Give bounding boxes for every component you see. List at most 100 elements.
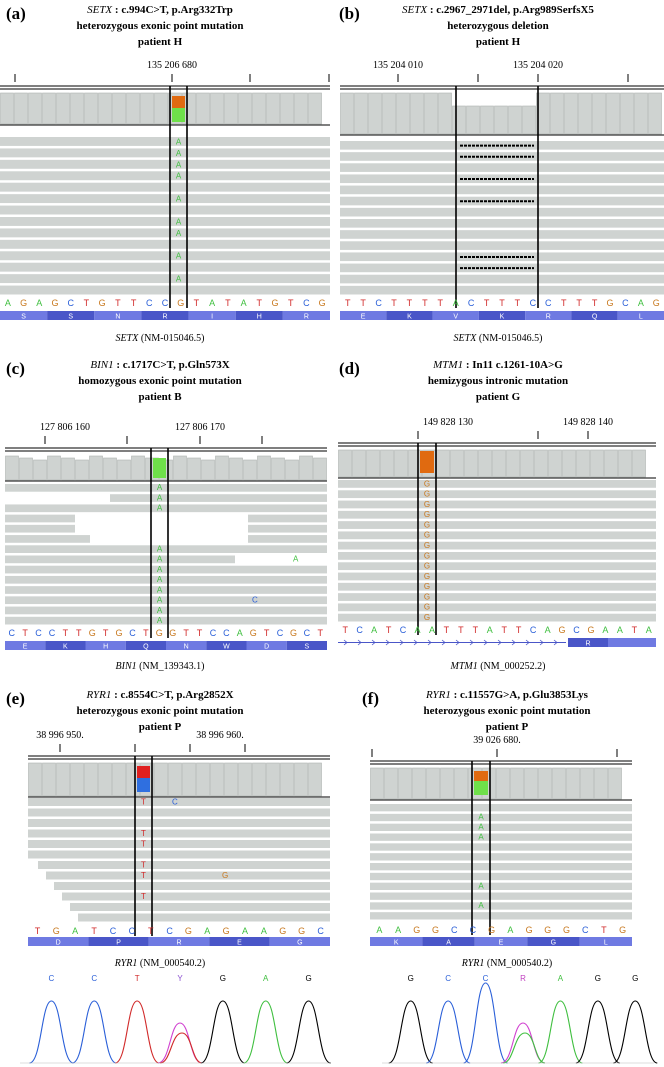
reference-base: T — [576, 298, 582, 308]
reference-base: T — [345, 298, 351, 308]
caption-accession: (NM_139343.1) — [136, 661, 205, 672]
coverage-bar — [33, 459, 47, 481]
amino-acid: R — [176, 940, 181, 947]
read — [5, 514, 75, 523]
reference-base: T — [391, 298, 397, 308]
mismatch-base: G — [424, 603, 430, 612]
reference-base: T — [91, 926, 97, 936]
amino-acid: S — [305, 644, 310, 651]
mismatch-base: A — [157, 585, 163, 594]
reference-base: G — [653, 298, 660, 308]
allele-bar-alt — [474, 781, 488, 795]
coverage-bar — [510, 767, 524, 800]
reference-base: T — [438, 298, 444, 308]
reference-base: A — [371, 625, 377, 635]
caption-gene: RYR1 — [114, 958, 138, 969]
reference-base: G — [563, 925, 570, 935]
mismatch-base: T — [141, 840, 146, 849]
chromatogram-base: A — [558, 974, 564, 983]
codon — [422, 937, 475, 946]
coverage-bar — [196, 92, 210, 125]
read — [5, 484, 327, 492]
read — [248, 514, 327, 523]
mismatch-base: T — [141, 871, 146, 880]
reference-base: C — [35, 628, 42, 638]
coverage-bar — [75, 459, 89, 481]
mismatch-base: A — [478, 901, 484, 910]
coverage-bar — [224, 762, 238, 797]
reference-base: T — [257, 298, 263, 308]
read — [0, 148, 330, 158]
mutation-title: SETX : c.2967_2971del, p.Arg989SerfsX5 — [358, 4, 638, 16]
reference-base: G — [53, 926, 60, 936]
coverage-bar — [84, 762, 98, 797]
reference-base: G — [116, 628, 123, 638]
reference-base: A — [545, 625, 551, 635]
coverage-bar — [506, 449, 520, 478]
coverage-bar — [294, 762, 308, 797]
read — [370, 843, 632, 851]
coverage-bar — [308, 762, 322, 797]
read — [370, 813, 632, 822]
mutation-notation: : In11 c.1261-10A>G — [463, 359, 563, 371]
read — [110, 494, 327, 502]
chromatogram-peak — [388, 1000, 433, 1064]
mutation-notation: : c.2967_2971del, p.Arg989SerfsX5 — [427, 4, 594, 16]
read — [28, 829, 330, 838]
allele-bar-alt — [420, 451, 434, 473]
coverage-bar — [492, 449, 506, 478]
mismatch-base: A — [157, 493, 163, 502]
mismatch-base: A — [157, 575, 163, 584]
strand-arrow — [469, 639, 474, 646]
codon — [47, 311, 95, 320]
chromatogram-peak — [29, 1000, 74, 1064]
reference-base: G — [559, 625, 566, 635]
amino-acid: L — [639, 314, 643, 321]
reference-base: T — [264, 628, 270, 638]
coverage-bar — [103, 457, 117, 481]
mismatch-base: A — [176, 137, 182, 146]
mismatch-base: A — [157, 504, 163, 513]
chromatogram-base: G — [305, 974, 311, 983]
coverage-bar — [436, 449, 450, 478]
amino-acid: S — [21, 314, 26, 321]
coverage-bar — [538, 767, 552, 800]
reference-base: C — [223, 628, 230, 638]
read — [5, 596, 327, 605]
amino-acid: K — [500, 314, 505, 321]
coverage-bar — [480, 105, 494, 135]
mutation-type: heterozygous deletion — [447, 20, 549, 32]
read — [370, 833, 632, 841]
coverage-bar — [238, 92, 252, 125]
caption-gene: MTM1 — [450, 661, 478, 672]
read — [338, 521, 656, 529]
mismatch-base: A — [478, 882, 484, 891]
coverage-bar — [562, 449, 576, 478]
read — [338, 562, 656, 571]
reference-base: C — [468, 298, 475, 308]
read — [370, 804, 632, 812]
mismatch-base: A — [176, 275, 182, 284]
amino-acid: G — [297, 940, 302, 947]
read — [370, 892, 632, 900]
panel-label: (f) — [362, 689, 379, 708]
reference-base: C — [451, 925, 458, 935]
strand-arrow — [357, 639, 362, 646]
codon — [525, 311, 572, 320]
read — [338, 593, 656, 601]
chromatogram-peak — [286, 1000, 331, 1064]
coverage-bar — [285, 459, 299, 481]
mismatch-base: A — [157, 616, 163, 625]
strand-arrow — [371, 639, 376, 646]
coverage-bar — [618, 449, 632, 478]
reference-base: T — [35, 926, 41, 936]
read — [5, 555, 235, 564]
reference-base: C — [166, 926, 173, 936]
coverage-bar — [126, 92, 140, 125]
coverage-bar — [440, 767, 454, 800]
codon — [166, 641, 207, 650]
reference-base: G — [169, 628, 176, 638]
strand-arrow — [413, 639, 418, 646]
